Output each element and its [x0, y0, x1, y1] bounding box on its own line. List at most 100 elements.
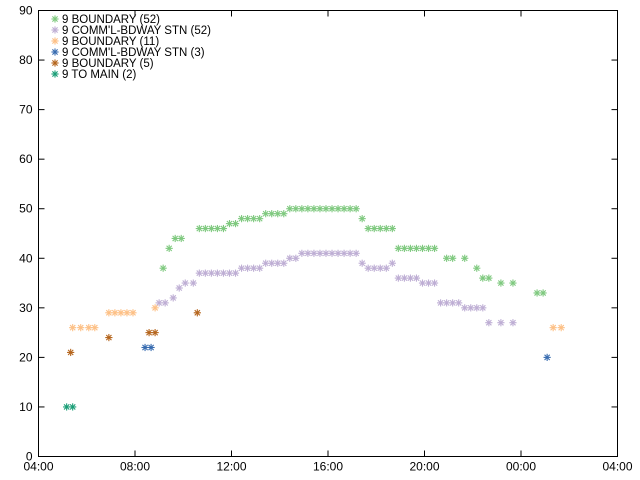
data-point	[292, 254, 300, 262]
data-point	[310, 205, 318, 213]
y-tick-label: 60	[19, 152, 33, 166]
data-point	[479, 274, 487, 282]
data-point	[105, 309, 113, 317]
data-point	[424, 279, 433, 287]
data-point	[195, 224, 203, 233]
data-point	[77, 324, 85, 332]
data-point	[219, 224, 228, 233]
data-point	[430, 244, 439, 252]
data-point	[539, 289, 547, 297]
legend-label: 9 COMM'L-BDWAY STN (52)	[62, 25, 211, 37]
data-point	[63, 403, 71, 411]
data-point	[376, 224, 384, 233]
data-point	[443, 299, 451, 307]
data-point	[165, 244, 173, 252]
data-points	[63, 205, 565, 411]
legend-label: 9 TO MAIN (2)	[62, 69, 137, 81]
data-point	[105, 333, 113, 342]
y-tick-label: 30	[19, 301, 33, 315]
data-point	[461, 254, 469, 262]
legend-marker	[51, 48, 59, 56]
data-point	[280, 259, 288, 267]
data-point	[304, 249, 312, 257]
data-point	[328, 205, 336, 213]
legend-label: 9 BOUNDARY (5)	[62, 58, 154, 70]
y-tick-label: 70	[19, 103, 33, 117]
x-tick-label: 08:00	[120, 460, 150, 474]
legend-marker	[51, 70, 59, 78]
data-point	[231, 269, 240, 277]
x-tick-label: 00:00	[506, 460, 536, 474]
data-point	[69, 324, 77, 332]
data-point	[181, 279, 189, 287]
y-tick-label: 10	[19, 400, 33, 414]
data-point	[225, 269, 234, 277]
data-point	[161, 299, 169, 307]
data-point	[543, 353, 551, 361]
data-point	[364, 264, 372, 272]
data-point	[394, 244, 402, 252]
data-point	[85, 324, 93, 332]
data-point	[322, 205, 330, 213]
data-point	[358, 215, 366, 223]
data-point	[147, 343, 155, 352]
data-point	[497, 319, 505, 327]
data-point	[155, 299, 163, 307]
x-tick-label: 16:00	[313, 460, 343, 474]
y-tick-label: 0	[26, 450, 33, 464]
data-point	[382, 264, 390, 272]
data-point	[497, 279, 505, 287]
legend-marker	[51, 15, 59, 23]
data-point	[280, 210, 288, 218]
y-tick-label: 20	[19, 350, 33, 364]
data-point	[316, 205, 324, 213]
data-point	[316, 249, 324, 257]
data-point	[449, 299, 457, 307]
data-point	[370, 264, 378, 272]
data-point	[473, 264, 481, 272]
y-tick-label: 90	[19, 4, 33, 18]
data-point	[145, 329, 153, 337]
data-point	[141, 343, 149, 352]
data-point	[292, 205, 300, 213]
data-point	[193, 309, 201, 317]
data-point	[430, 279, 439, 287]
data-point	[69, 403, 77, 411]
data-point	[346, 249, 354, 257]
data-point	[151, 304, 159, 312]
data-point	[436, 299, 445, 307]
data-point	[473, 304, 481, 312]
data-point	[129, 309, 137, 317]
data-point	[274, 259, 282, 267]
data-point	[388, 224, 396, 233]
legend-label: 9 BOUNDARY (52)	[62, 14, 160, 26]
x-tick-label: 04:00	[602, 460, 632, 474]
y-tick-label: 40	[19, 251, 33, 265]
data-point	[151, 329, 159, 337]
data-point	[449, 254, 457, 262]
data-point	[406, 244, 415, 252]
legend-marker	[51, 59, 59, 67]
data-point	[231, 219, 240, 228]
data-point	[171, 234, 179, 243]
data-point	[117, 309, 125, 317]
data-point	[328, 249, 336, 257]
data-point	[322, 249, 330, 257]
data-point	[358, 259, 366, 267]
data-point	[177, 234, 185, 243]
legend: 9 BOUNDARY (52)9 COMM'L-BDWAY STN (52)9 …	[51, 14, 211, 81]
data-point	[237, 215, 246, 223]
data-point	[334, 249, 342, 257]
data-point	[250, 215, 258, 223]
data-point	[467, 304, 475, 312]
legend-label: 9 BOUNDARY (11)	[62, 36, 159, 48]
data-point	[485, 319, 493, 327]
y-tick-label: 80	[19, 53, 33, 67]
data-point	[509, 279, 517, 287]
data-point	[400, 244, 408, 252]
data-point	[250, 264, 258, 272]
data-point	[298, 205, 306, 213]
data-point	[219, 269, 228, 277]
data-point	[509, 319, 517, 327]
